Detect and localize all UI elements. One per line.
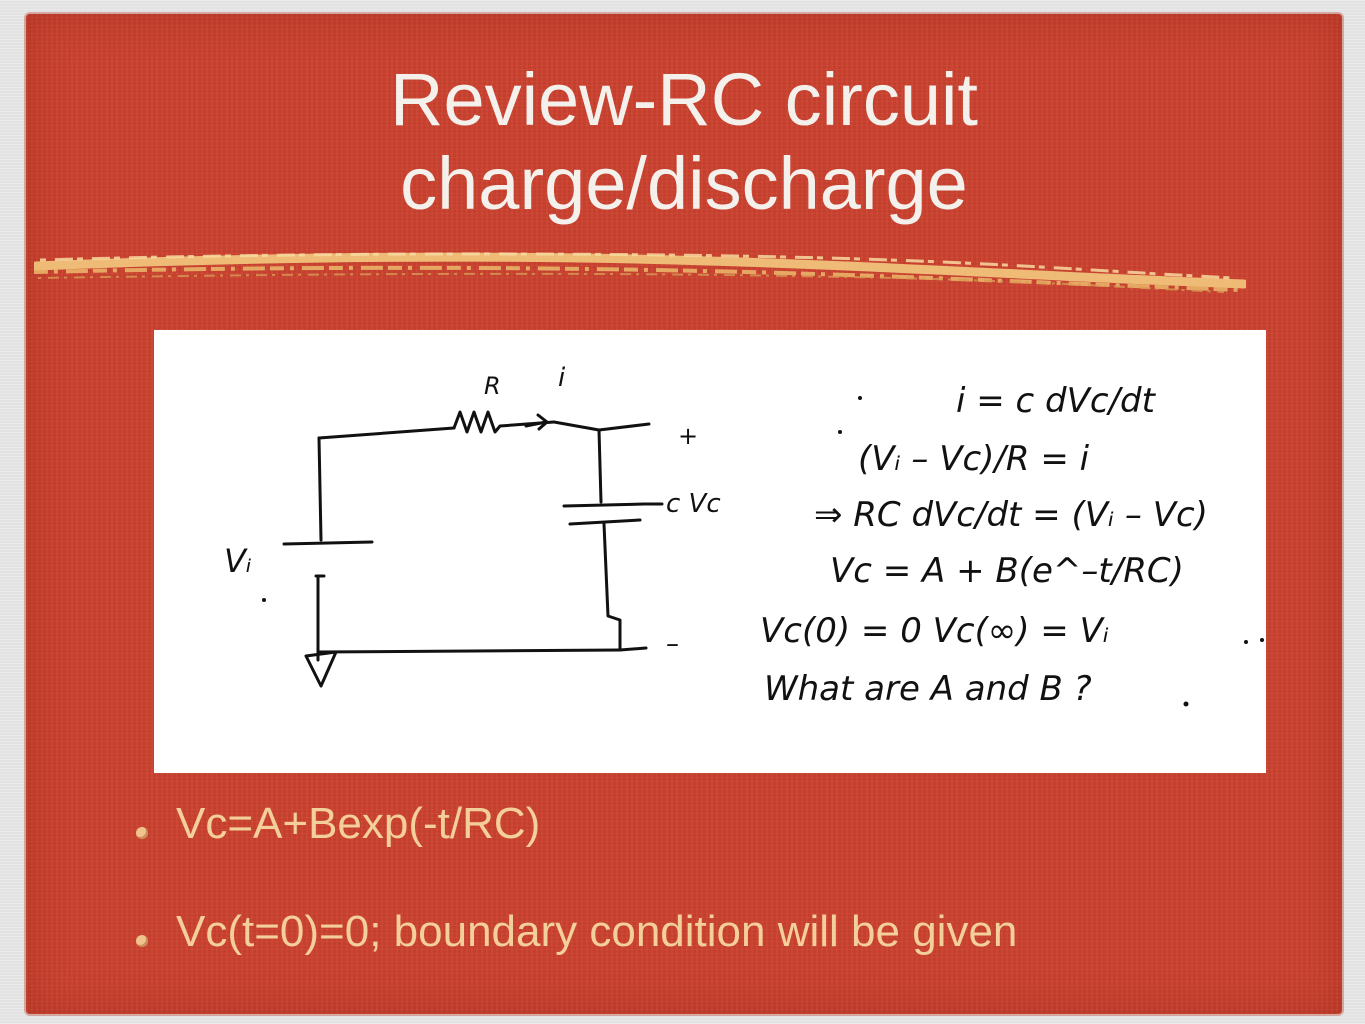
bullet-text: Vc(t=0)=0; boundary condition will be gi… (176, 907, 1018, 956)
equation-2: (Vᵢ – Vc)/R = i (858, 439, 1090, 479)
minus-label: – (666, 629, 679, 659)
equation-3: ⇒ RC dVc/dt = (Vᵢ – Vc) (814, 495, 1208, 535)
bullet-item: Vc(t=0)=0; boundary condition will be gi… (130, 906, 1310, 1014)
bullet-dot-icon (136, 935, 148, 947)
slide-title: Review-RC circuit charge/discharge (26, 58, 1342, 226)
rc-circuit-sketch: R i Vᵢ c Vc + – i = c dVc/dt (Vᵢ – Vc)/R… (224, 363, 1264, 709)
slide-title-line-2: charge/discharge (400, 142, 968, 225)
circuit-figure: R i Vᵢ c Vc + – i = c dVc/dt (Vᵢ – Vc)/R… (154, 330, 1266, 773)
bullet-dot-icon (136, 827, 148, 839)
equation-1: i = c dVc/dt (956, 381, 1157, 421)
equation-4: Vc = A + B(e^–t/RC) (830, 551, 1184, 591)
title-underline-rule (34, 252, 1246, 293)
bullet-text: Vc=A+Bexp(-t/RC) (176, 799, 541, 848)
equation-6: What are A and B ? (764, 669, 1092, 709)
slide: Review-RC circuit charge/discharge (26, 14, 1342, 1014)
bullet-item: Vc=A+Bexp(-t/RC) (130, 798, 1310, 906)
source-label: Vᵢ (224, 542, 252, 580)
slide-title-line-1: Review-RC circuit (390, 58, 978, 141)
capacitor-label: c Vc (666, 489, 721, 519)
plus-label: + (678, 422, 698, 450)
current-label: i (558, 363, 566, 393)
bullet-list: Vc=A+Bexp(-t/RC) Vc(t=0)=0; boundary con… (130, 798, 1310, 1014)
equation-5: Vc(0) = 0 Vc(∞) = Vᵢ (760, 611, 1109, 651)
resistor-label: R (484, 372, 501, 400)
